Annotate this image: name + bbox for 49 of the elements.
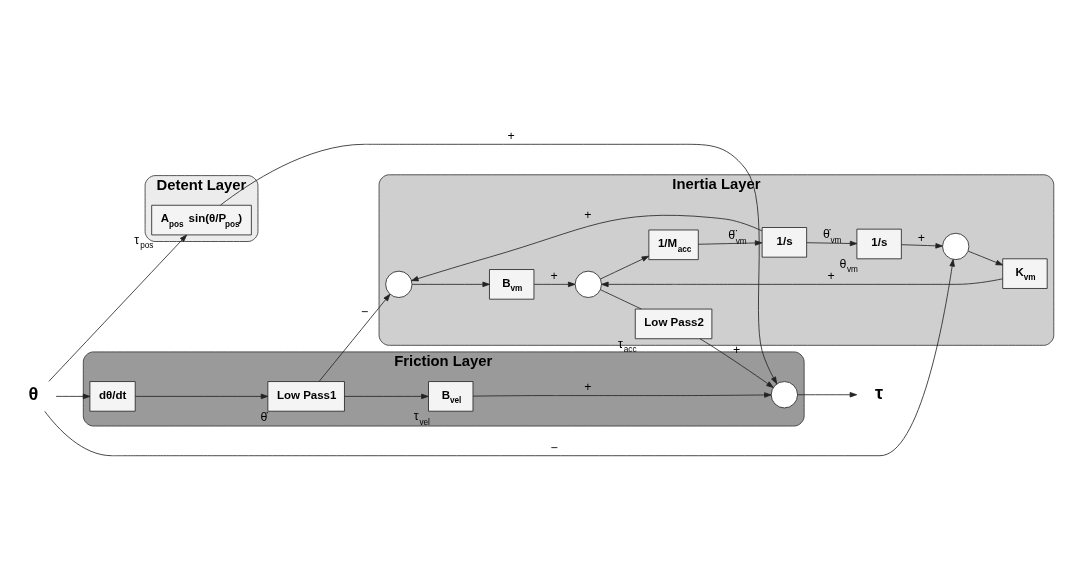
arrow bbox=[220, 143, 778, 385]
node-circle bbox=[770, 381, 798, 409]
node-box: B$_{vel}$ bbox=[428, 381, 474, 412]
arrow bbox=[44, 259, 955, 457]
arrow bbox=[472, 392, 772, 398]
node-box: Low Pass1 bbox=[267, 381, 345, 412]
edge-label: + bbox=[507, 129, 515, 144]
node-box: K$_{vm}$ bbox=[1002, 258, 1048, 289]
edge-label: θ̇$_{vm}$ bbox=[823, 227, 842, 245]
edge-label: − bbox=[550, 440, 558, 455]
node-box: B$_{vm}$ bbox=[489, 269, 535, 300]
node-circle bbox=[942, 232, 970, 261]
edge-label: + bbox=[550, 269, 558, 284]
node-label: θ$_{vm}$ bbox=[839, 256, 858, 275]
node-box: Low Pass2 bbox=[634, 308, 713, 340]
arrow bbox=[967, 250, 1004, 266]
node-circle bbox=[385, 270, 413, 298]
node-circle bbox=[574, 270, 602, 298]
node-box: 1/s bbox=[761, 227, 808, 258]
node-text: τ bbox=[875, 382, 884, 403]
edge-label: θ̈$_{vm}$ bbox=[728, 228, 747, 246]
arrow bbox=[600, 255, 650, 280]
node-text: θ bbox=[28, 384, 39, 405]
arrow bbox=[699, 338, 774, 388]
arrow bbox=[601, 278, 1004, 288]
arrow bbox=[901, 243, 943, 249]
arrow bbox=[135, 393, 269, 400]
arrow bbox=[318, 293, 391, 382]
node-box: A$_{pos}$ sin(θ/P$_{pos}$) bbox=[151, 204, 252, 236]
node-label: τ$_{vel}$ bbox=[413, 409, 430, 427]
edge-label: + bbox=[584, 208, 592, 223]
edge-label: − bbox=[360, 305, 369, 320]
edge-label: + bbox=[827, 269, 835, 284]
arrow bbox=[55, 393, 91, 400]
edge-label: + bbox=[584, 380, 592, 395]
connector bbox=[600, 289, 642, 310]
arrow bbox=[797, 392, 858, 398]
node-box: 1/s bbox=[856, 228, 902, 260]
arrow bbox=[697, 240, 763, 246]
arrow bbox=[533, 281, 576, 288]
arrow bbox=[411, 214, 763, 282]
node-label: θ̇ bbox=[260, 410, 268, 425]
arrow bbox=[411, 281, 490, 288]
arrow bbox=[344, 393, 429, 400]
arrow bbox=[48, 234, 187, 382]
node-box: dθ/dt bbox=[89, 381, 136, 412]
arrow bbox=[806, 240, 858, 247]
node-box: 1/M$_{acc}$ bbox=[648, 229, 699, 261]
edge-label: + bbox=[917, 230, 926, 245]
